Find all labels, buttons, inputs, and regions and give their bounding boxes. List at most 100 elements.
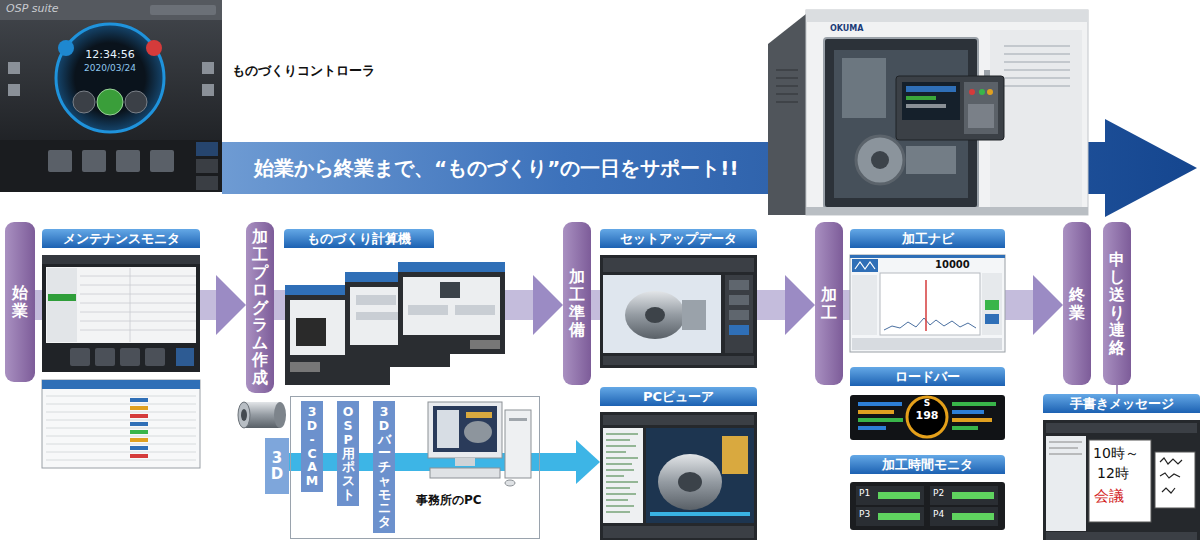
program-label: P3: [859, 510, 870, 520]
maintenance-list-screen: [130, 414, 148, 418]
process-bar: 3Dバーチャモニタ: [373, 401, 395, 533]
time-monitor-screen: [850, 482, 1005, 530]
workpiece: [241, 409, 247, 421]
time-monitor-screen: [856, 507, 924, 526]
feature-panel: PCビューア: [600, 387, 757, 540]
maintenance-list-screen: [130, 430, 148, 434]
controller-screen: [56, 24, 164, 132]
machining-navi-screen: [925, 280, 927, 331]
office-pc: [455, 458, 475, 466]
maintenance-list-screen: [42, 380, 200, 468]
setup-data-screen: [603, 356, 754, 365]
maintenance-list-screen: [46, 396, 196, 460]
maker-logo: OKUMA: [830, 25, 864, 34]
node-label: 終業: [1069, 286, 1085, 321]
machine-body: [806, 10, 1088, 22]
time-monitor-screen: [930, 507, 998, 526]
node-label: 加工準備: [569, 268, 585, 338]
controller-screen: [202, 62, 214, 74]
handwritten-message-screen: [1046, 532, 1197, 540]
maintenance-list-screen: [42, 380, 200, 468]
office-pc: [433, 406, 497, 452]
controller-screen: [196, 142, 218, 156]
handwritten-message-screen: [1046, 423, 1197, 433]
arrow-head: [533, 275, 563, 335]
machine-body: [906, 96, 936, 100]
feature-panel: メンテナンスモニタ: [42, 229, 200, 468]
maintenance-list-screen: [130, 438, 148, 442]
clock-time: 12:34:56: [85, 49, 134, 61]
setup-data-screen: [603, 275, 721, 353]
workpiece: [238, 402, 286, 428]
calculator-windows: [398, 262, 505, 354]
calculator-windows: [285, 262, 505, 385]
maintenance-screen: [95, 348, 115, 366]
controller-screen: [196, 159, 218, 173]
program-label: P1: [859, 489, 870, 499]
time-monitor-screen: [878, 513, 920, 520]
node-label: 3D-CAM: [306, 405, 319, 488]
maintenance-list-screen: [130, 422, 148, 426]
machine-body: [1004, 46, 1070, 86]
machining-navi-screen: [884, 318, 976, 330]
setup-data-screen: [682, 300, 706, 330]
machining-navi-screen: [985, 314, 999, 324]
setup-data-screen: [600, 255, 757, 368]
calculator-windows: [403, 277, 500, 335]
maintenance-screen: [42, 255, 200, 264]
clock-date: 2020/03/24: [84, 64, 136, 74]
node-label: 申し送り・連絡: [1109, 251, 1125, 357]
setup-data-screen: [625, 291, 685, 339]
program-label: P4: [933, 510, 944, 520]
node-label: 加工: [821, 286, 837, 321]
office-pc: [428, 402, 531, 486]
setup-data-screen: [725, 275, 753, 353]
load-bar-screen: [850, 395, 1005, 440]
maintenance-screen: [176, 348, 194, 366]
phase-pill: 終業: [1063, 222, 1091, 385]
maintenance-screen: [46, 267, 196, 343]
calculator-windows: [290, 362, 320, 372]
maintenance-screen: [145, 348, 165, 366]
node-label: 加工プログラム作成: [252, 228, 268, 386]
handwritten-message-screen: [1155, 452, 1195, 508]
arrow-head: [785, 275, 815, 335]
load-bar-screen: [850, 395, 1005, 440]
maintenance-list-screen: [130, 446, 148, 450]
time-monitor-screen: [856, 486, 924, 505]
office-pc: [505, 480, 515, 486]
gauge-label: S: [924, 399, 930, 409]
setup-data-screen: [645, 307, 665, 323]
machine-body: [896, 76, 1004, 140]
workpiece: [274, 402, 286, 428]
machine-body: [842, 58, 886, 118]
controller-screen: [0, 0, 222, 20]
controller-screen: [8, 84, 20, 96]
machine-body: [806, 10, 1088, 215]
machine-body: [906, 146, 956, 174]
maintenance-screen: [42, 255, 200, 372]
pc-viewer-screen: [600, 412, 757, 540]
pc-viewer-screen: [606, 434, 638, 512]
product-name: ものづくりコントローラ: [232, 64, 375, 78]
machine-body: [906, 104, 946, 108]
maintenance-screen: [80, 268, 196, 342]
load-bar-screen: [952, 418, 992, 422]
office-pc: [437, 410, 459, 448]
screen-brand: OSP suite: [6, 3, 59, 15]
calculator-windows: [470, 340, 500, 349]
pc-viewer-screen: [650, 512, 750, 516]
feature-panel: セットアップデータ: [600, 229, 757, 368]
feature-panel: 加工ナビ: [850, 229, 1005, 352]
phase-pill: 加工プログラム作成: [246, 222, 274, 393]
office-pc-frame: 事務所のPC3D-CAMOSP用ポスト3Dバーチャモニタ: [290, 396, 540, 539]
leader-line: [1116, 385, 1118, 394]
pc-viewer-screen: [722, 436, 748, 474]
controller-screen: [116, 150, 140, 172]
machining-navi-screen: [982, 273, 1002, 335]
process-bar: OSP用ポスト: [337, 401, 359, 506]
load-bar-screen: [858, 410, 894, 414]
handwritten-note: 10時～: [1093, 446, 1139, 461]
controller-screen: [58, 40, 74, 56]
controller-screen: [196, 176, 218, 190]
